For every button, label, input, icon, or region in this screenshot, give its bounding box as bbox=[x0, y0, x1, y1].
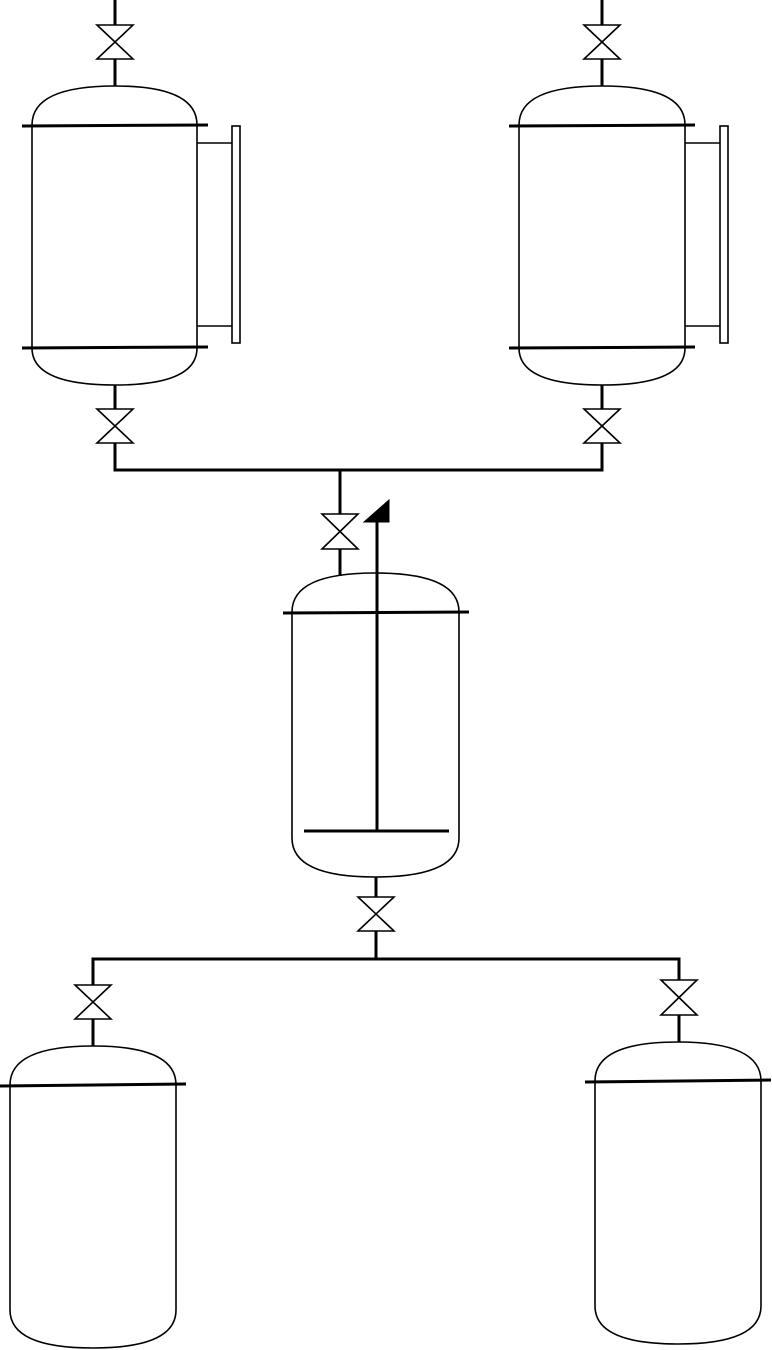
bottom-left-tank bbox=[0, 1045, 187, 1349]
inlet-valve-top-left[interactable] bbox=[94, 24, 136, 60]
motor-arrow-icon bbox=[362, 498, 390, 523]
top-right-vessel bbox=[508, 85, 729, 386]
upper-manifold-pipe bbox=[113, 443, 604, 472]
center-reactor bbox=[282, 498, 470, 878]
lower-manifold-pipe bbox=[91, 957, 681, 985]
inlet-valve-top-right[interactable] bbox=[581, 24, 623, 60]
top-left-vessel bbox=[21, 85, 241, 386]
reactor-inlet-valve[interactable] bbox=[320, 513, 360, 550]
agitator bbox=[304, 498, 449, 833]
reactor-outlet-valve[interactable] bbox=[355, 896, 397, 932]
bottom-right-inlet-valve[interactable] bbox=[659, 979, 699, 1016]
level-gauge bbox=[197, 125, 241, 344]
bottom-left-inlet-valve[interactable] bbox=[72, 984, 114, 1020]
outlet-valve-top-left[interactable] bbox=[94, 408, 136, 444]
outlet-valve-top-right[interactable] bbox=[581, 408, 623, 444]
level-gauge bbox=[685, 125, 729, 344]
bottom-right-tank bbox=[584, 1041, 772, 1345]
